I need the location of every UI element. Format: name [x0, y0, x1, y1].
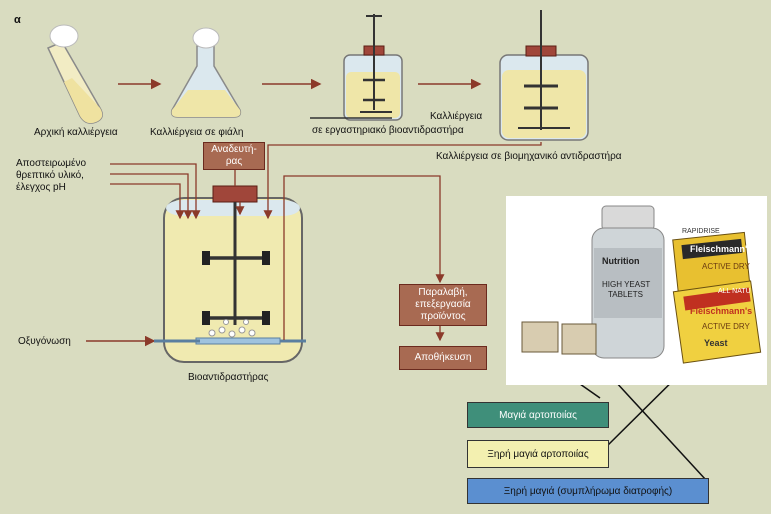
packet-brand-top: Fleischmann's	[690, 244, 753, 254]
input-arrow-2	[110, 173, 193, 220]
industrial-reactor-icon	[499, 10, 589, 141]
key-dry-yeast-supplement: Ξηρή μαγιά (συμπλήρωμα διατροφής)	[467, 478, 709, 504]
label-flask-culture: Καλλιέργεια σε φιάλη	[150, 127, 244, 138]
input-arrow-1	[110, 163, 201, 220]
flask-icon	[170, 27, 242, 118]
jar-label-3: TABLETS	[608, 290, 643, 299]
label-bioreactor: Βιοαντιδραστήρας	[188, 372, 269, 383]
label-oxygenation: Οξυγόνωση	[18, 336, 71, 347]
product-label-2: επεξεργασία	[415, 299, 471, 310]
label-lab-culture-1: Καλλιέργεια	[430, 111, 483, 122]
packet-top-line-2: ALL NATU	[718, 288, 751, 295]
stirrer-label-1: Αναδευτή-	[211, 144, 257, 155]
label-inputs-1: Αποστειρωμένο	[16, 158, 87, 169]
panel-a-letter: α	[14, 14, 21, 26]
input-arrow-3	[110, 183, 185, 220]
storage-box: Αποθήκευση	[399, 346, 487, 370]
test-tube-icon	[46, 24, 103, 124]
product-label-1: Παραλαβή,	[418, 287, 468, 298]
yeast-products-photo: Nutrition HIGH YEAST TABLETS Fleischmann…	[506, 196, 767, 385]
packet-brand-bottom: Fleischmann's	[690, 306, 753, 316]
yeast-products-illustration	[521, 205, 762, 364]
arrow-to-product	[283, 175, 445, 340]
bioreactor-vessel	[163, 185, 306, 363]
packet-strip: RAPIDRISE	[682, 228, 720, 235]
label-industrial-culture: Καλλιέργεια σε βιομηχανικό αντιδραστήρα	[436, 151, 622, 162]
label-lab-culture-2: σε εργαστηριακό βιοαντιδραστήρα	[312, 125, 464, 136]
label-inputs-2: θρεπτικό υλικό,	[16, 170, 84, 181]
key-baking-yeast: Μαγιά αρτοποιίας	[467, 402, 609, 428]
packet-top-line: ACTIVE DRY	[702, 262, 750, 271]
product-label-3: προϊόντος	[420, 311, 466, 322]
arrow-from-industrial	[263, 142, 542, 220]
label-inputs-3: έλεγχος pH	[16, 182, 66, 193]
jar-label-1: Nutrition	[602, 256, 640, 266]
packet-bottom-line: ACTIVE DRY	[702, 322, 750, 331]
jar-label-2: HIGH YEAST	[602, 280, 651, 289]
stirrer-box: Αναδευτή- ρας	[203, 142, 265, 170]
stirrer-label-2: ρας	[225, 156, 243, 167]
product-processing-box: Παραλαβή, επεξεργασία προϊόντος	[399, 284, 487, 326]
label-initial-culture: Αρχική καλλιέργεια	[34, 127, 118, 138]
key-dry-baking-yeast: Ξηρή μαγιά αρτοποιίας	[467, 440, 609, 468]
packet-yeast: Yeast	[704, 338, 728, 348]
lab-bioreactor-icon	[310, 14, 403, 121]
